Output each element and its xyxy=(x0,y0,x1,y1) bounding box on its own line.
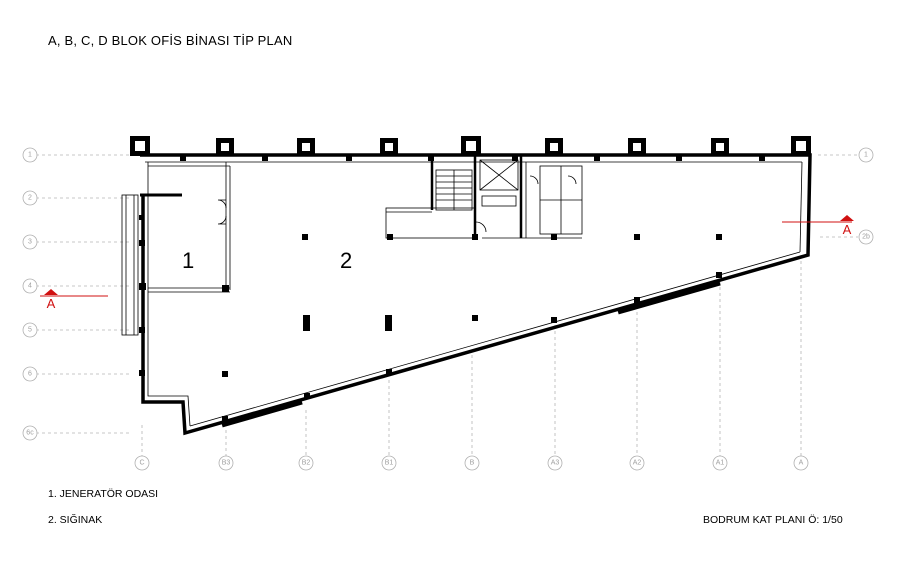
outer-walls xyxy=(121,153,812,436)
section-label-left: A xyxy=(47,296,56,311)
axis-bottom-label: A xyxy=(799,460,804,467)
columns xyxy=(130,136,811,422)
axis-bottom-label: A1 xyxy=(716,460,725,467)
axis-left-label: 6c xyxy=(26,430,34,437)
axis-left-label: 1 xyxy=(28,152,32,159)
axis-bottom-label: B xyxy=(470,460,475,467)
building-core xyxy=(385,155,583,239)
section-mark-left: A xyxy=(40,289,108,311)
axis-left-label: 5 xyxy=(28,327,32,334)
axis-bottom-label: B3 xyxy=(222,460,231,467)
room-number-2: 2 xyxy=(340,248,352,273)
room-number-1: 1 xyxy=(182,248,194,273)
section-mark-right: A xyxy=(782,215,854,237)
plan-scale-label: BODRUM KAT PLANI Ö: 1/50 xyxy=(703,514,843,526)
axis-bottom-label: A3 xyxy=(551,460,560,467)
axis-right-label: 2b xyxy=(862,234,870,241)
legend-item-shelter: 2. SIĞINAK xyxy=(48,514,103,526)
legend-item-generator-room: 1. JENERATÖR ODASI xyxy=(48,488,159,500)
axis-left-label: 4 xyxy=(28,283,32,290)
axis-bottom-label: A2 xyxy=(633,460,642,467)
axis-bottom-label: B1 xyxy=(385,460,394,467)
room-1-walls xyxy=(148,162,231,293)
axis-right-label: 1 xyxy=(864,152,868,159)
axis-left-label: 3 xyxy=(28,239,32,246)
drawing-title: A, B, C, D BLOK OFİS BİNASI TİP PLAN xyxy=(48,33,293,48)
axis-bubbles: 1 2 3 4 5 6 6c 1 2b C B3 B2 B1 B A3 A2 A… xyxy=(22,147,874,471)
axis-bottom-label: B2 xyxy=(302,460,311,467)
axis-bottom-label: C xyxy=(139,460,144,467)
section-label-right: A xyxy=(843,222,852,237)
axis-grid xyxy=(36,154,858,456)
axis-left-label: 6 xyxy=(28,371,32,378)
axis-left-label: 2 xyxy=(28,195,32,202)
